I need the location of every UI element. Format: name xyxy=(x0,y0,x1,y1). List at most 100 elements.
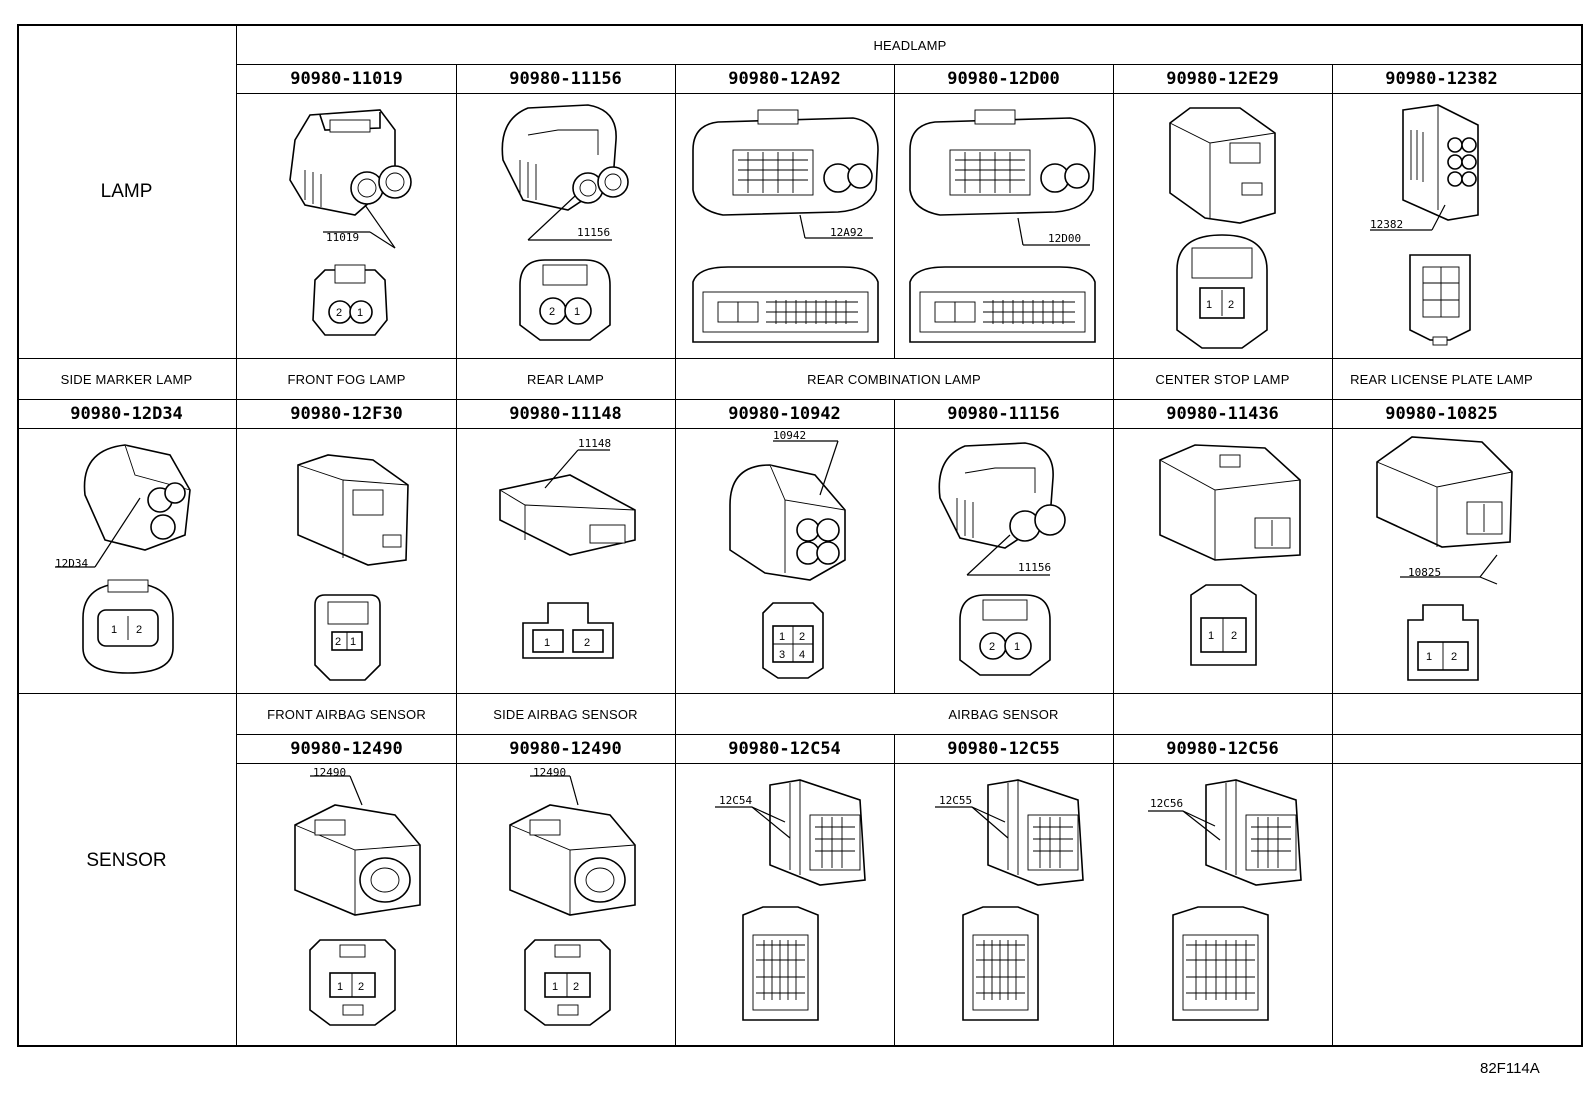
pin-number: 1 xyxy=(574,306,580,318)
column-divider xyxy=(894,399,895,694)
connector-face-view: 1 2 3 4 xyxy=(762,602,824,679)
part-number: 90980-11436 xyxy=(1166,404,1279,424)
row-divider xyxy=(237,763,1583,764)
callout-label: 11156 xyxy=(577,226,611,239)
part-number: 90980-11019 xyxy=(290,69,403,89)
row-divider xyxy=(17,693,1583,694)
column-divider xyxy=(894,64,895,359)
callout-label: 12C54 xyxy=(719,794,753,807)
pin-number: 1 xyxy=(552,981,558,993)
group-side-airbag-sensor: SIDE AIRBAG SENSOR xyxy=(493,707,638,722)
pin-number: 2 xyxy=(335,636,341,648)
row-divider xyxy=(17,399,1583,400)
pin-number: 3 xyxy=(779,649,785,661)
part-number: 90980-12C55 xyxy=(947,739,1060,759)
pin-number: 2 xyxy=(573,981,579,993)
callout-label: 12490 xyxy=(313,766,347,779)
column-divider xyxy=(894,734,895,1047)
connector-face-view: 1 2 xyxy=(1407,604,1479,681)
connector-3d-drawing xyxy=(1402,104,1479,221)
pin-number: 2 xyxy=(799,631,805,643)
connector-face-view: 1 2 xyxy=(82,579,174,674)
pin-number: 2 xyxy=(1451,651,1457,663)
pin-number: 1 xyxy=(1426,651,1432,663)
pin-number: 2 xyxy=(549,306,555,318)
callout-label: 12490 xyxy=(533,766,567,779)
callout-label: 12D34 xyxy=(55,557,89,570)
connector-face-view: 1 2 xyxy=(522,602,614,659)
row-divider xyxy=(237,93,1583,94)
pin-number: 1 xyxy=(1208,630,1214,642)
connector-3d-drawing xyxy=(509,804,636,916)
connector-3d-drawing xyxy=(289,109,412,216)
connector-3d-drawing xyxy=(1205,779,1302,886)
row-divider xyxy=(17,428,1583,429)
part-number: 90980-12C56 xyxy=(1166,739,1279,759)
row-divider xyxy=(17,358,1583,359)
group-rear-lamp: REAR LAMP xyxy=(527,372,604,387)
connector-face-view xyxy=(1172,906,1269,1021)
connector-3d-drawing xyxy=(297,454,409,566)
callout-label: 11019 xyxy=(326,231,360,244)
part-number: 90980-10942 xyxy=(728,404,841,424)
part-number: 90980-12F30 xyxy=(290,404,403,424)
group-airbag-sensor: AIRBAG SENSOR xyxy=(948,707,1059,722)
connector-3d-drawing xyxy=(909,109,1096,216)
part-number: 90980-12490 xyxy=(509,739,622,759)
pin-number: 2 xyxy=(989,641,995,653)
pin-number: 2 xyxy=(1231,630,1237,642)
connector-face-view: 1 2 xyxy=(524,939,611,1026)
column-divider xyxy=(1113,64,1114,1047)
connector-face-view: 2 1 xyxy=(312,264,388,336)
connector-face-view: 2 1 xyxy=(314,594,381,681)
connector-3d-drawing xyxy=(294,804,421,916)
group-headlamp: HEADLAMP xyxy=(873,38,947,53)
category-sensor: SENSOR xyxy=(86,850,167,871)
column-divider xyxy=(456,64,457,359)
pin-number: 1 xyxy=(1014,641,1020,653)
part-number: 90980-11156 xyxy=(509,69,622,89)
group-front-airbag-sensor: FRONT AIRBAG SENSOR xyxy=(267,707,426,722)
part-number: 90980-12D34 xyxy=(70,404,183,424)
pin-number: 1 xyxy=(357,307,363,319)
connector-3d-drawing xyxy=(729,464,846,581)
part-number: 90980-11156 xyxy=(947,404,1060,424)
pin-number: 2 xyxy=(358,981,364,993)
pin-number: 2 xyxy=(136,624,142,636)
connector-3d-drawing xyxy=(83,444,191,551)
callout-label: 12C55 xyxy=(939,794,973,807)
row-divider xyxy=(237,734,1583,735)
pin-number: 2 xyxy=(1228,299,1234,311)
figure-code: 82F114A xyxy=(1480,1060,1540,1077)
connector-face-view: 1 2 xyxy=(1176,234,1268,349)
connector-3d-drawing xyxy=(938,442,1066,549)
connector-face-view xyxy=(742,906,819,1021)
pin-number: 2 xyxy=(584,637,590,649)
connector-face-view xyxy=(1409,254,1471,346)
pin-number: 1 xyxy=(337,981,343,993)
group-front-fog-lamp: FRONT FOG LAMP xyxy=(287,372,406,387)
group-rear-combination-lamp: REAR COMBINATION LAMP xyxy=(807,372,981,387)
pin-number: 4 xyxy=(799,649,805,661)
connector-face-view: 2 1 xyxy=(519,259,611,341)
connector-face-view xyxy=(909,266,1096,343)
part-number: 90980-11148 xyxy=(509,404,622,424)
part-number: 90980-12382 xyxy=(1385,69,1498,89)
group-center-stop-lamp: CENTER STOP LAMP xyxy=(1155,372,1290,387)
callout-label: 10942 xyxy=(773,429,807,442)
callout-label: 12C56 xyxy=(1150,797,1184,810)
pin-number: 2 xyxy=(336,307,342,319)
callout-label: 12382 xyxy=(1370,218,1404,231)
callout-label: 11148 xyxy=(578,437,612,450)
connector-face-view xyxy=(962,906,1039,1021)
connector-face-view xyxy=(692,266,879,343)
part-number: 90980-10825 xyxy=(1385,404,1498,424)
callout-label: 12A92 xyxy=(830,226,864,239)
group-side-marker-lamp: SIDE MARKER LAMP xyxy=(60,372,193,387)
part-number: 90980-12A92 xyxy=(728,69,841,89)
callout-label: 12D00 xyxy=(1048,232,1082,245)
connector-face-view: 1 2 xyxy=(1190,584,1257,666)
part-number: 90980-12D00 xyxy=(947,69,1060,89)
callout-label: 10825 xyxy=(1408,566,1442,579)
